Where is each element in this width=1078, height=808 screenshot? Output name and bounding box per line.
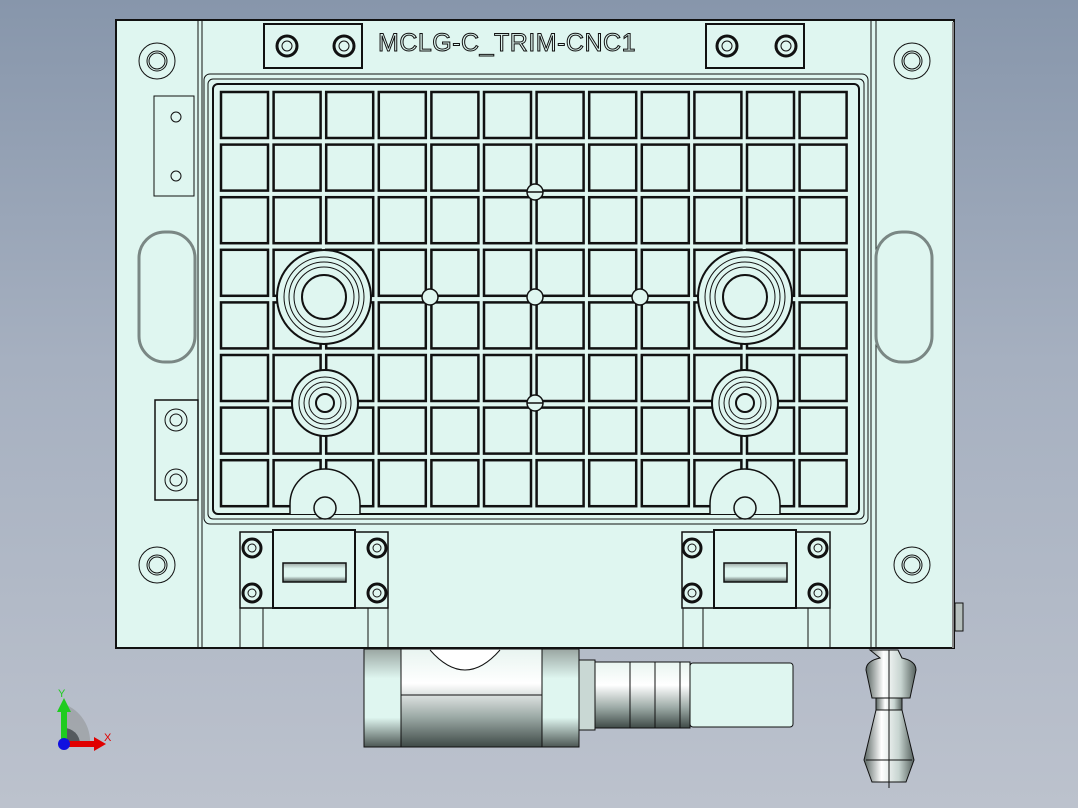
grid-pad xyxy=(640,353,691,403)
grid-pad xyxy=(482,458,533,508)
grid-pad xyxy=(798,458,848,508)
bushing-small-right[interactable] xyxy=(711,369,779,437)
grid-pad xyxy=(640,458,691,508)
grid-pad xyxy=(430,143,480,192)
top-clamp-right[interactable] xyxy=(705,23,805,69)
grid-pad xyxy=(798,143,848,192)
grid-pad xyxy=(219,195,270,245)
grid-pad xyxy=(430,90,480,140)
grid-pad xyxy=(430,353,480,403)
grid-pad xyxy=(377,301,428,350)
coordinate-triad[interactable]: Y X xyxy=(50,684,120,754)
center-markers xyxy=(421,183,649,412)
part-label: MCLG-C_TRIM-CNC1 xyxy=(378,29,637,58)
grid-pad xyxy=(587,90,638,140)
grid-pad xyxy=(798,406,848,455)
grid-pad xyxy=(272,90,322,140)
grid-pad xyxy=(482,90,533,140)
grid-pad xyxy=(745,195,796,245)
grid-pad xyxy=(693,195,743,245)
grid-pad xyxy=(587,248,638,298)
top-clamp-left[interactable] xyxy=(263,23,363,69)
grid-pad xyxy=(535,248,585,298)
grid-pad xyxy=(798,90,848,140)
grid-pad xyxy=(587,458,638,508)
grid-pad xyxy=(640,90,691,140)
grid-pad xyxy=(798,195,848,245)
grid-pad xyxy=(430,458,480,508)
grid-pad xyxy=(482,301,533,350)
grid-pad xyxy=(587,195,638,245)
grid-pad xyxy=(482,143,533,192)
boss-bottom-right[interactable] xyxy=(709,468,781,520)
grid-pad xyxy=(640,143,691,192)
grid-pad xyxy=(377,406,428,455)
grid-pad xyxy=(482,406,533,455)
bushing-large-right[interactable] xyxy=(697,249,793,345)
grid-pad xyxy=(535,301,585,350)
left-rail[interactable] xyxy=(137,20,203,648)
bushing-large-left[interactable] xyxy=(276,249,372,345)
grid-pad xyxy=(377,458,428,508)
locating-pin[interactable] xyxy=(863,649,917,788)
grid-pad xyxy=(324,143,375,192)
grid-pad xyxy=(219,90,270,140)
grid-pad xyxy=(640,301,691,350)
grid-pad xyxy=(798,248,848,298)
grid-pad xyxy=(587,143,638,192)
grid-pad xyxy=(798,353,848,403)
grid-pad xyxy=(640,195,691,245)
grid-pad xyxy=(219,353,270,403)
grid-pad xyxy=(535,458,585,508)
grid-pad xyxy=(482,248,533,298)
grid-pad xyxy=(587,406,638,455)
x-axis-label: X xyxy=(104,732,112,744)
nest-plate[interactable] xyxy=(203,73,869,525)
grid-pad xyxy=(377,143,428,192)
grid-pad xyxy=(324,90,375,140)
grid-pad xyxy=(587,353,638,403)
grid-pad xyxy=(693,90,743,140)
grid-pad xyxy=(430,195,480,245)
grid-pad xyxy=(535,143,585,192)
grid-pad xyxy=(482,195,533,245)
grid-pad xyxy=(219,406,270,455)
grid-pad xyxy=(430,248,480,298)
grid-pad xyxy=(272,195,322,245)
bottom-clamp-left[interactable] xyxy=(239,529,389,609)
right-rail[interactable] xyxy=(870,20,964,648)
grid-pad xyxy=(535,90,585,140)
grid-pad xyxy=(640,248,691,298)
boss-bottom-left[interactable] xyxy=(289,468,361,520)
grid-pad xyxy=(377,353,428,403)
grid-pad xyxy=(587,301,638,350)
grid-pad xyxy=(640,406,691,455)
y-axis-label: Y xyxy=(58,688,66,700)
axis-triad-icon xyxy=(57,698,106,751)
grid-pad xyxy=(219,248,270,298)
grid-pad xyxy=(219,301,270,350)
grid-pad xyxy=(535,406,585,455)
grid-pad xyxy=(219,458,270,508)
grid-pad xyxy=(693,143,743,192)
grid-pad xyxy=(745,90,796,140)
bottom-ledge xyxy=(239,608,831,648)
vacuum-valve-fitting[interactable] xyxy=(363,648,794,748)
grid-pad xyxy=(324,195,375,245)
grid-pad xyxy=(377,195,428,245)
grid-pad xyxy=(430,406,480,455)
grid-pad xyxy=(377,248,428,298)
grid-pad xyxy=(377,90,428,140)
bushing-small-left[interactable] xyxy=(291,369,359,437)
grid-pad xyxy=(535,353,585,403)
grid-pad xyxy=(430,301,480,350)
bottom-clamp-right[interactable] xyxy=(681,529,831,609)
grid-pad xyxy=(219,143,270,192)
grid-pad xyxy=(798,301,848,350)
grid-pad xyxy=(535,195,585,245)
grid-pad xyxy=(272,143,322,192)
grid-pad xyxy=(745,143,796,192)
grid-pad xyxy=(482,353,533,403)
